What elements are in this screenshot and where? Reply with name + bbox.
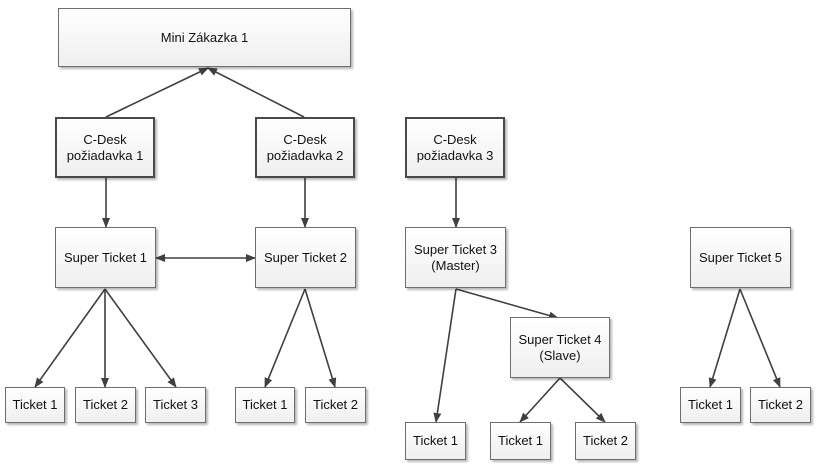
node-st4-ticket-1: Ticket 1 bbox=[490, 422, 551, 460]
edge-super-ticket-1-to-st1-ticket-1 bbox=[34, 288, 106, 388]
node-super-ticket-3-master: Super Ticket 3 (Master) bbox=[405, 227, 506, 288]
node-cdesk-poziadavka-2: C-Desk požiadavka 2 bbox=[255, 117, 355, 178]
node-super-ticket-5: Super Ticket 5 bbox=[690, 227, 791, 288]
node-st2-ticket-1: Ticket 1 bbox=[235, 387, 295, 423]
node-cdesk-poziadavka-1: C-Desk požiadavka 1 bbox=[55, 117, 155, 178]
node-st4-ticket-2: Ticket 2 bbox=[575, 422, 636, 460]
edge-super-ticket-2-to-st2-ticket-1 bbox=[264, 288, 306, 388]
node-st1-ticket-1: Ticket 1 bbox=[5, 387, 65, 423]
node-st1-ticket-2: Ticket 2 bbox=[75, 387, 136, 423]
node-st5-ticket-1: Ticket 1 bbox=[680, 387, 741, 423]
node-st3-ticket-1: Ticket 1 bbox=[405, 422, 466, 460]
edge-cdesk-2-to-mini-zakazka-1 bbox=[207, 67, 305, 118]
node-mini-zakazka-1: Mini Zákazka 1 bbox=[58, 8, 351, 67]
edge-super-ticket-3-to-super-ticket-4 bbox=[455, 288, 559, 320]
edge-cdesk-1-to-mini-zakazka-1 bbox=[105, 67, 209, 118]
edge-super-ticket-4-to-st4-ticket-2 bbox=[559, 377, 606, 423]
edge-super-ticket-2-to-st2-ticket-2 bbox=[304, 288, 337, 388]
node-st5-ticket-2: Ticket 2 bbox=[750, 387, 811, 423]
edge-super-ticket-1-to-st1-ticket-3 bbox=[104, 288, 177, 388]
node-st1-ticket-3: Ticket 3 bbox=[145, 387, 206, 423]
edge-super-ticket-3-to-st3-ticket-1 bbox=[433, 288, 457, 423]
edge-super-ticket-4-to-st4-ticket-1 bbox=[519, 377, 561, 423]
node-super-ticket-4-slave: Super Ticket 4 (Slave) bbox=[510, 317, 610, 378]
edge-super-ticket-5-to-st5-ticket-1 bbox=[708, 288, 741, 388]
node-super-ticket-2: Super Ticket 2 bbox=[255, 227, 356, 288]
edge-super-ticket-5-to-st5-ticket-2 bbox=[739, 288, 781, 388]
node-st2-ticket-2: Ticket 2 bbox=[305, 387, 366, 423]
node-super-ticket-1: Super Ticket 1 bbox=[55, 227, 156, 288]
node-cdesk-poziadavka-3: C-Desk požiadavka 3 bbox=[405, 117, 505, 178]
